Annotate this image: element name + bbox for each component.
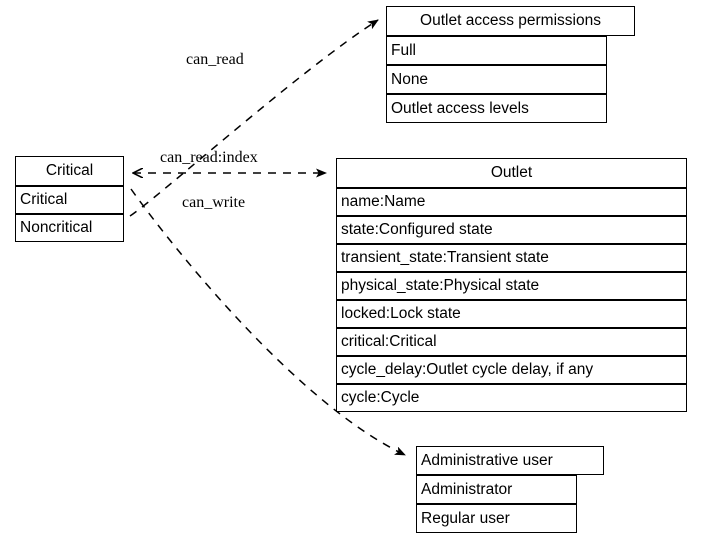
entity-outlet-access-permissions-row[interactable]: Outlet access levels	[386, 94, 607, 123]
entity-outlet-row[interactable]: cycle:Cycle	[336, 384, 687, 412]
entity-outlet-access-permissions-row[interactable]: None	[386, 65, 607, 94]
edge-label-can-read: can_read	[186, 51, 244, 68]
edge-can-write	[130, 188, 406, 456]
entity-outlet-access-permissions-title[interactable]: Outlet access permissions	[386, 6, 635, 36]
entity-critical-title[interactable]: Critical	[15, 156, 124, 186]
entity-outlet-row[interactable]: name:Name	[336, 188, 687, 216]
entity-outlet-row[interactable]: transient_state:Transient state	[336, 244, 687, 272]
entity-outlet-row[interactable]: physical_state:Physical state	[336, 272, 687, 300]
edge-label-can-read-index: can_read:index	[160, 149, 258, 166]
entity-outlet-row[interactable]: cycle_delay:Outlet cycle delay, if any	[336, 356, 687, 384]
entity-critical-row[interactable]: Noncritical	[15, 214, 124, 242]
entity-administrative-user-row[interactable]: Regular user	[416, 504, 577, 533]
entity-outlet-row[interactable]: critical:Critical	[336, 328, 687, 356]
edge-can-read	[129, 19, 379, 217]
entity-critical-row[interactable]: Critical	[15, 186, 124, 214]
entity-outlet-title[interactable]: Outlet	[336, 158, 687, 188]
entity-outlet-row[interactable]: state:Configured state	[336, 216, 687, 244]
entity-outlet-row[interactable]: locked:Lock state	[336, 300, 687, 328]
entity-outlet-access-permissions-row[interactable]: Full	[386, 36, 607, 65]
entity-administrative-user-row[interactable]: Administrator	[416, 475, 577, 504]
edge-label-can-write: can_write	[182, 194, 246, 211]
entity-administrative-user-title[interactable]: Administrative user	[416, 446, 604, 475]
